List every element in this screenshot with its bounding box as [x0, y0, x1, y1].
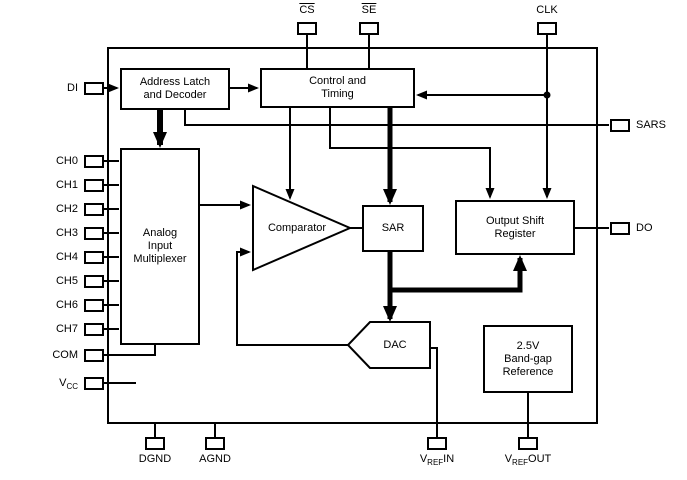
control-timing-block: Control and Timing	[260, 68, 415, 108]
comparator-label: Comparator	[267, 222, 327, 234]
pin-label-ch2: CH2	[55, 203, 78, 215]
pin-cs	[297, 22, 317, 35]
connection-lines	[104, 35, 609, 437]
pin-vcc	[84, 377, 104, 390]
pin-clk	[537, 22, 557, 35]
pin-sars	[610, 119, 630, 132]
pin-label-vcc: VCC	[59, 377, 78, 391]
pin-ch5	[84, 275, 104, 288]
pin-dgnd	[145, 437, 165, 450]
pin-se	[359, 22, 379, 35]
pin-di	[84, 82, 104, 95]
dac-shape	[346, 321, 431, 369]
bandgap-reference-block: 2.5V Band-gap Reference	[483, 325, 573, 393]
pin-do	[610, 222, 630, 235]
pin-label-ch1: CH1	[55, 179, 78, 191]
pin-ch1	[84, 179, 104, 192]
junction-dot	[543, 91, 551, 99]
pin-ch3	[84, 227, 104, 240]
output-shift-register-block: Output Shift Register	[455, 200, 575, 255]
pin-label-vref-out: VREFOUT	[504, 453, 552, 467]
output-shift-register-label: Output Shift Register	[485, 214, 545, 240]
pin-label-di: DI	[67, 82, 78, 94]
comparator-shape	[252, 184, 353, 272]
pin-vref-out	[518, 437, 538, 450]
pin-com	[84, 349, 104, 362]
wire-vrefin	[431, 347, 438, 437]
pin-label-ch4: CH4	[55, 251, 78, 263]
pin-agnd	[205, 437, 225, 450]
pin-label-ch7: CH7	[55, 323, 78, 335]
pin-label-ch6: CH6	[55, 299, 78, 311]
pin-label-ch5: CH5	[55, 275, 78, 287]
wire-control-to-osr	[329, 108, 495, 199]
pin-label-com: COM	[52, 349, 78, 361]
pin-ch7	[84, 323, 104, 336]
pin-label-ch3: CH3	[55, 227, 78, 239]
pin-label-cs: CS	[299, 4, 315, 16]
pin-ch4	[84, 251, 104, 264]
pin-label-clk: CLK	[536, 4, 558, 16]
address-latch-block: Address Latch and Decoder	[120, 68, 230, 110]
sar-block: SAR	[362, 205, 424, 252]
pin-label-dgnd: DGND	[138, 453, 172, 465]
pin-ch0	[84, 155, 104, 168]
pin-label-sars: SARS	[636, 119, 666, 131]
analog-mux-label: Analog Input Multiplexer	[133, 227, 187, 265]
bandgap-reference-label: 2.5V Band-gap Reference	[502, 339, 554, 378]
pin-ch6	[84, 299, 104, 312]
wire-com	[104, 344, 156, 356]
address-latch-label: Address Latch and Decoder	[139, 76, 211, 101]
pin-ch2	[84, 203, 104, 216]
analog-mux-block: Analog Input Multiplexer	[120, 148, 200, 345]
pin-label-agnd: AGND	[199, 453, 231, 465]
wire-sars	[184, 110, 609, 126]
chip-outline	[107, 47, 598, 424]
wire-dac-to-comparator	[236, 247, 348, 346]
dac-label: DAC	[383, 339, 407, 351]
pin-label-se: SE	[361, 4, 377, 16]
pin-label-ch0: CH0	[55, 155, 78, 167]
pin-label-do: DO	[636, 222, 653, 234]
sar-label: SAR	[381, 222, 405, 234]
bus-sar-to-osr	[388, 255, 527, 293]
pin-vref-in	[427, 437, 447, 450]
control-timing-label: Control and Timing	[309, 75, 366, 100]
bus-lines	[153, 108, 527, 322]
pin-label-vref-in: VREFIN	[419, 453, 455, 467]
